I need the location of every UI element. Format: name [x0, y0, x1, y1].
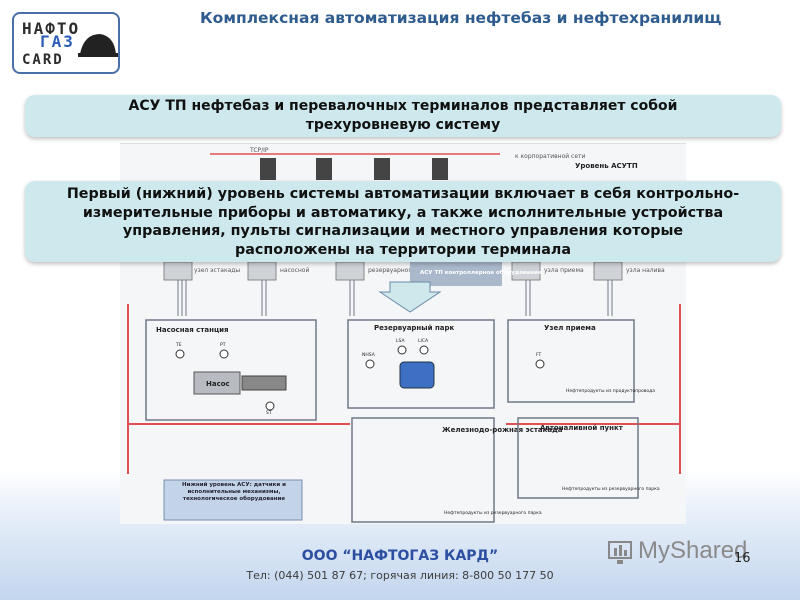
- controller-cabinets: [163, 261, 623, 281]
- logo-text-top: НАФТО: [22, 19, 81, 38]
- callout-top-line2: трехуровневую систему: [305, 117, 501, 133]
- callout-mid-line2: измерительные приборы и автоматику, а та…: [82, 204, 724, 221]
- logo-text-bottom: CARD: [22, 52, 64, 68]
- callout-mid-line1: Первый (нижний) уровень системы автомати…: [66, 186, 740, 202]
- company-logo: НАФТО ГАЗ CARD: [12, 12, 120, 74]
- logo-text-mid: ГАЗ: [40, 32, 75, 51]
- instrument-tag-st: ST: [266, 410, 272, 416]
- note-from-pipeline: Нефтепродукты из продуктопровода: [566, 388, 655, 394]
- block-tank-park: Резервуарный парк: [374, 324, 455, 332]
- diagram-legend: Нижний уровень АСУ: датчики и исполнител…: [181, 482, 287, 502]
- callout-mid-line3: управления, пульты сигнализации и местно…: [122, 223, 684, 239]
- page-number: 16: [734, 551, 751, 566]
- callout-mid-line4: расположены на территории терминала: [235, 241, 571, 258]
- controller-caption-3: резервуарного парка: [368, 267, 436, 274]
- instrument-tag-ft: FT: [536, 352, 542, 358]
- watermark-icon: [608, 541, 632, 564]
- instrument-tag-te: TE: [175, 342, 182, 348]
- block-intake-unit: Узел приема: [544, 324, 596, 332]
- callout-top-line1: АСУ ТП нефтебаз и перевалочных терминало…: [128, 98, 678, 114]
- footer-company: ООО “НАФТОГАЗ КАРД”: [301, 548, 499, 564]
- cable-bundles: [177, 280, 613, 316]
- page-title: Комплексная автоматизация нефтебаз и неф…: [200, 9, 722, 27]
- instrument-tags: TE PT FT LSA LICA NHSA ST: [175, 338, 545, 416]
- watermark-text: MyShared: [638, 537, 748, 564]
- callout-middle: Первый (нижний) уровень системы автомати…: [25, 181, 781, 262]
- instrument-tag-pt: PT: [220, 342, 226, 348]
- controller-caption-5: узла налива: [626, 267, 665, 274]
- red-pipes: [127, 304, 681, 474]
- helmet-icon: [78, 34, 118, 57]
- server-row: [260, 158, 448, 180]
- instrument-tag-lsa: LSA: [396, 338, 405, 344]
- block-pump-station: Насосная станция: [156, 326, 229, 334]
- note-from-tank-park-2: Нефтепродукты из резервуарного парка: [562, 486, 660, 492]
- block-rail-rack: Железнодо-рожная эстакада: [442, 426, 563, 434]
- block-pump: Насос: [206, 380, 230, 388]
- controller-caption-4: узла приема: [544, 267, 584, 274]
- down-arrow-icon: [378, 281, 442, 313]
- block-auto-loading: Автоналивной пункт: [540, 424, 624, 432]
- diagram-svg: TCP/IP к корпоративной сети Уровень АСУТ…: [127, 147, 681, 523]
- instrument-tag-lica: LICA: [418, 338, 429, 344]
- controller-caption-2: насосной: [280, 267, 309, 274]
- tcpip-label: TCP/IP: [249, 147, 269, 154]
- level-label: Уровень АСУТП: [575, 162, 638, 170]
- footer-contacts: Тел: (044) 501 87 67; горячая линия: 8-8…: [246, 569, 554, 582]
- corp-note: к корпоративной сети: [515, 153, 586, 160]
- controller-label: АСУ ТП контроллерное оборудование: [420, 269, 542, 276]
- controller-caption-1: узел эстакады: [194, 267, 240, 274]
- note-from-tank-park: Нефтепродукты из резервуарного парка: [444, 510, 542, 516]
- instrument-tag-nhsa: NHSA: [362, 352, 376, 358]
- callout-top: АСУ ТП нефтебаз и перевалочных терминало…: [25, 95, 781, 137]
